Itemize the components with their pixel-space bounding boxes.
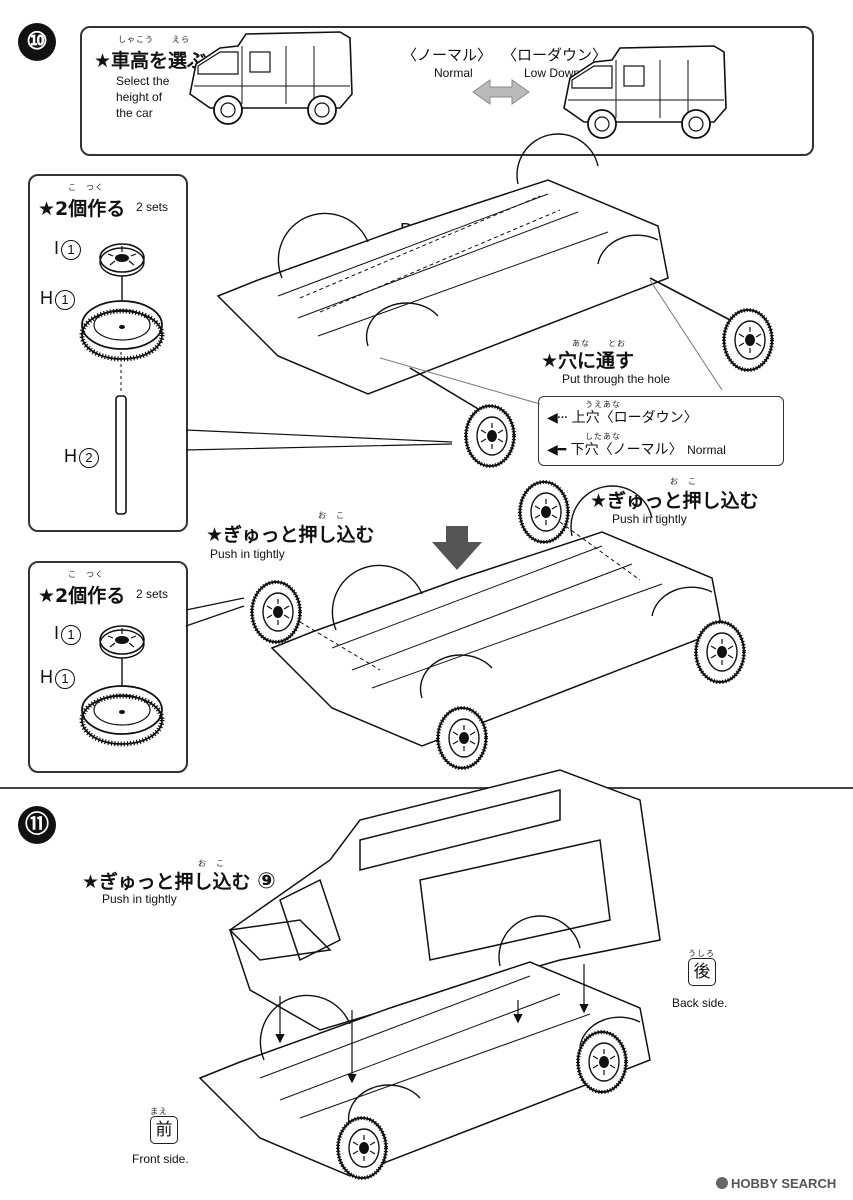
ride-height-furigana: しゃこう えら [118, 35, 190, 44]
hole-choice-panel: うえあな ◀··· 上穴〈ローダウン〉 したあな ◀━ 下穴〈ノーマル〉 Nor… [538, 396, 784, 466]
push-left-en: Push in tightly [210, 547, 285, 561]
ride-height-en-1: Select the [116, 74, 170, 88]
step11-push-title: ★ぎゅっと押し込む ⑨ [82, 869, 276, 894]
lower-hole-label: ◀━ 下穴〈ノーマル〉 Normal [547, 442, 726, 458]
wheel-panel-1-sets: 2 sets [136, 200, 169, 214]
normal-label-jp: 〈ノーマル〉 [402, 46, 493, 64]
ride-height-panel: しゃこう えら ★車高を選ぶ Select the height of the … [80, 26, 814, 156]
push-left-title: ★ぎゅっと押し込む [206, 524, 375, 546]
ride-height-title: ★車高を選ぶ [94, 50, 207, 72]
push-right-title: ★ぎゅっと押し込む [590, 490, 759, 512]
section-divider [0, 787, 853, 789]
ride-height-en-3: the car [116, 106, 153, 120]
lowdown-label-jp: 〈ローダウン〉 [502, 46, 608, 64]
push-right-furigana: お こ [670, 477, 697, 486]
back-side-label: Back side. [672, 996, 728, 1010]
through-hole-title: ★穴に通す [541, 350, 635, 372]
wheel-panel-2-furigana: こ つく [68, 570, 104, 579]
upper-hole-furigana: うえあな [585, 400, 621, 409]
lowdown-label-en: Low Down [524, 66, 581, 80]
upper-hole-label: ◀··· 上穴〈ローダウン〉 [547, 410, 698, 426]
wheel-panel-1-title: ★2個作る [38, 198, 126, 220]
normal-label-en: Normal [434, 66, 473, 80]
wheel-panel-2-title: ★2個作る [38, 585, 126, 607]
wheel-panel-2-sets: 2 sets [136, 587, 169, 601]
ride-height-en-2: height of [116, 90, 163, 104]
watermark-icon [716, 1177, 728, 1189]
wheel-panel-1-furigana: こ つく [68, 183, 104, 192]
push-right-en: Push in tightly [612, 512, 687, 526]
step11-push-en: Push in tightly [102, 892, 177, 906]
front-furigana: まえ [150, 1107, 168, 1116]
lower-hole-furigana: したあな [585, 432, 621, 441]
front-side-icon: 前 [150, 1116, 178, 1144]
step11-push-furigana: お こ [198, 859, 225, 868]
watermark: HOBBY SEARCH [716, 1176, 836, 1191]
step-10-number: ⑩ [18, 23, 56, 61]
back-furigana: うしろ [688, 949, 715, 958]
through-hole-en: Put through the hole [562, 372, 671, 386]
back-side-icon: 後 [688, 958, 716, 986]
step-11-number: ⑪ [18, 806, 56, 844]
front-side-label: Front side. [132, 1152, 189, 1166]
ref-step-9: ⑨ [257, 869, 276, 894]
